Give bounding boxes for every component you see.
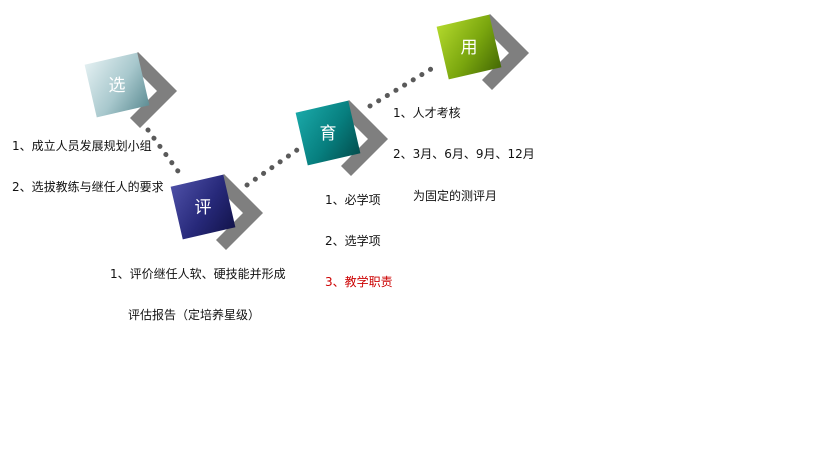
evaluate-item-1: 1、评价继任人软、硬技能并形成	[110, 267, 286, 281]
stage-node-develop: 育	[295, 100, 388, 176]
node-square	[84, 52, 150, 118]
develop-item-3: 3、教学职责	[325, 275, 393, 289]
use-item-3: 为固定的测评月	[413, 189, 498, 203]
node-square	[436, 14, 502, 80]
connector-select-evaluate	[145, 127, 186, 181]
stage-node-use: 用	[436, 14, 529, 90]
node-square	[295, 100, 361, 166]
select-item-2: 2、选拔教练与继任人的要求	[12, 180, 164, 194]
use-item-2: 2、3月、6月、9月、12月	[393, 147, 535, 161]
node-square	[170, 174, 236, 240]
use-item-1: 1、人才考核	[393, 106, 461, 120]
node-label: 用	[461, 38, 478, 58]
stage-node-select: 选	[84, 52, 177, 128]
node-label: 育	[320, 124, 337, 144]
connector-develop-use	[367, 63, 439, 109]
connector-lines	[145, 63, 439, 188]
node-label: 选	[109, 76, 126, 96]
stage-node-evaluate: 评	[170, 174, 263, 250]
connector-evaluate-develop	[244, 147, 300, 188]
select-item-1: 1、成立人员发展规划小组	[12, 139, 152, 153]
develop-item-2: 2、选学项	[325, 234, 381, 248]
evaluate-item-2: 评估报告（定培养星级）	[128, 308, 261, 322]
develop-item-1: 1、必学项	[325, 193, 381, 207]
node-label: 评	[195, 198, 212, 218]
